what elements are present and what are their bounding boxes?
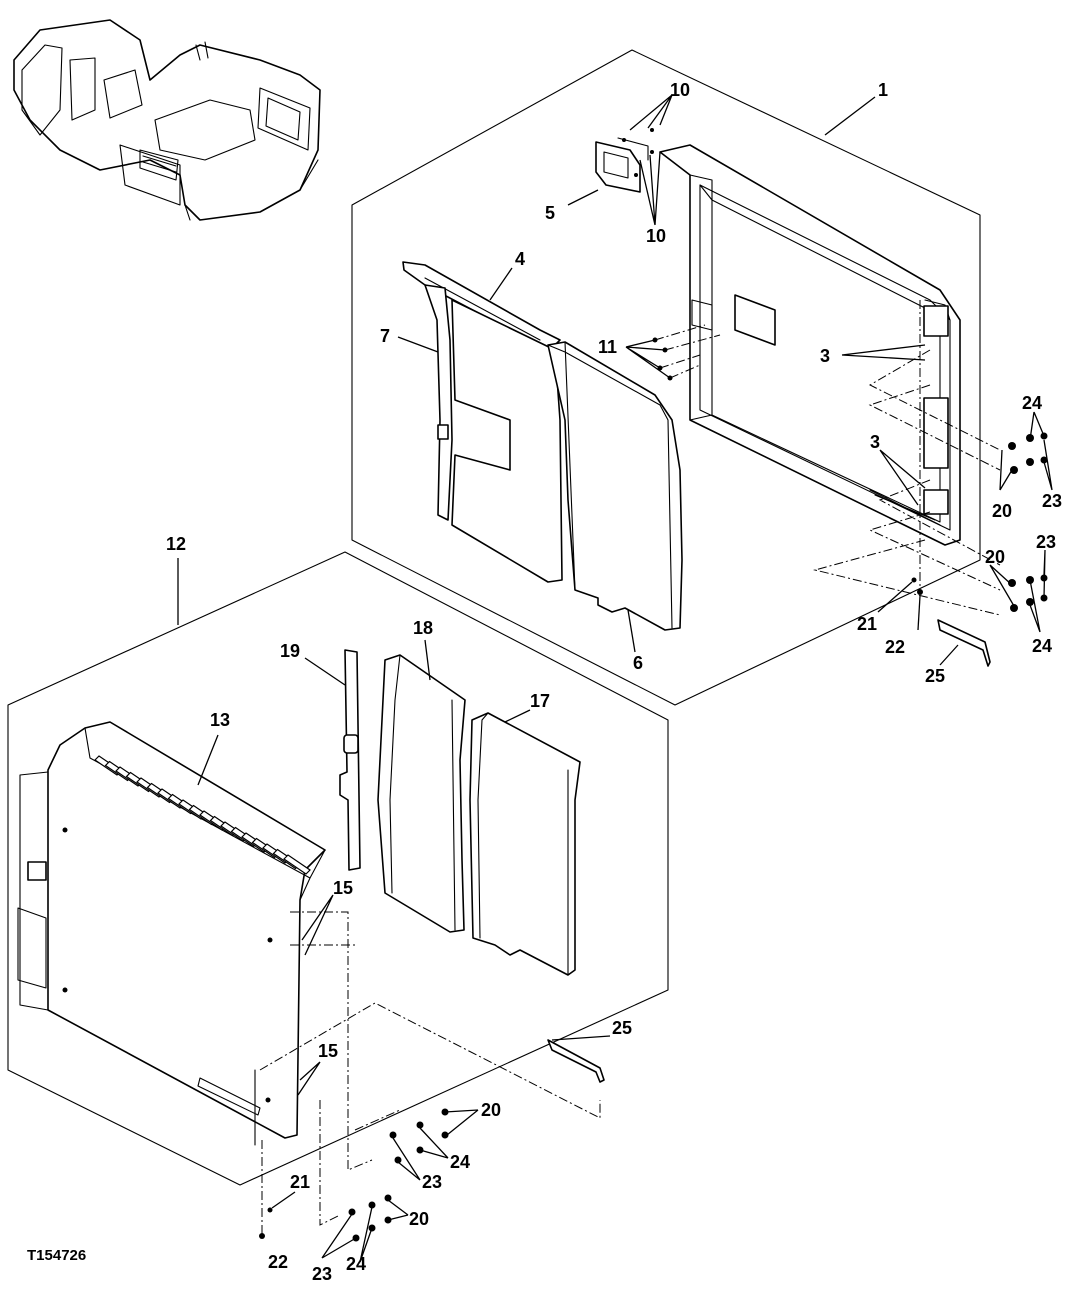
insulation-panel-behind	[451, 299, 563, 583]
door-frame-1	[659, 144, 961, 546]
callout-3-bottom: 3	[870, 432, 880, 452]
hardware-cluster-lower-a	[389, 1108, 449, 1164]
callout-22-lower: 22	[268, 1252, 288, 1272]
callout-19: 19	[280, 641, 300, 661]
callout-24-lower-b: 24	[346, 1254, 366, 1274]
hinge-alignment-lines	[814, 349, 1001, 616]
callout-24-upper-b: 24	[1032, 636, 1052, 656]
callout-10-top: 10	[670, 80, 690, 100]
leader-lines	[177, 94, 1053, 1263]
callout-20-upper: 20	[992, 501, 1012, 521]
assembly-1-boundary	[351, 49, 981, 706]
callout-23-lower-a: 23	[422, 1172, 442, 1192]
callout-15-upper: 15	[333, 878, 353, 898]
callout-5: 5	[545, 203, 555, 223]
callout-24-upper: 24	[1022, 393, 1042, 413]
callout-6: 6	[633, 653, 643, 673]
insulation-panel-17	[469, 712, 581, 976]
callout-13: 13	[210, 710, 230, 730]
callout-20-upper-b: 20	[985, 547, 1005, 567]
upper-assembly-1	[351, 49, 1048, 706]
callout-22-upper: 22	[885, 637, 905, 657]
lock-5	[595, 128, 654, 193]
excavator-locator-view	[13, 19, 321, 221]
seal-19	[339, 649, 361, 871]
callout-3-top: 3	[820, 346, 830, 366]
callout-15-lower: 15	[318, 1041, 338, 1061]
callout-10-bottom: 10	[646, 226, 666, 246]
callout-20-lower-a: 20	[481, 1100, 501, 1120]
callout-21-upper: 21	[857, 614, 877, 634]
callout-20-lower-b: 20	[409, 1209, 429, 1229]
callout-23-upper: 23	[1042, 491, 1062, 511]
callout-17: 17	[530, 691, 550, 711]
hardware-cluster-upper-b	[1008, 574, 1048, 612]
callout-7: 7	[380, 326, 390, 346]
assembly-12-boundary	[7, 551, 669, 1186]
callout-labels: 1 10 10 5 4 7 11 3 3 24 23 20 23 20 24 2…	[166, 80, 1062, 1284]
callout-23-upper-b: 23	[1036, 532, 1056, 552]
callout-24-lower-a: 24	[450, 1152, 470, 1172]
callout-4: 4	[515, 249, 525, 269]
hardware-cluster-upper-a	[1008, 432, 1048, 474]
callout-25-lower: 25	[612, 1018, 632, 1038]
callout-25-upper: 25	[925, 666, 945, 686]
callout-21-lower: 21	[290, 1172, 310, 1192]
callout-1: 1	[878, 80, 888, 100]
insulation-panel-6	[547, 341, 683, 631]
figure-id: T154726	[27, 1247, 86, 1264]
handle-25-upper	[937, 619, 991, 667]
handle-25-lower	[547, 1039, 605, 1083]
insulation-panel-18	[377, 654, 466, 933]
callout-11: 11	[598, 337, 617, 357]
cover-vent-louvers	[94, 755, 311, 875]
vent-louver-slot	[283, 854, 311, 875]
callout-18: 18	[413, 618, 433, 638]
callout-12: 12	[166, 534, 186, 554]
cover-13	[17, 721, 326, 1146]
seal-7	[424, 284, 453, 521]
callout-23-lower-b: 23	[312, 1264, 332, 1284]
